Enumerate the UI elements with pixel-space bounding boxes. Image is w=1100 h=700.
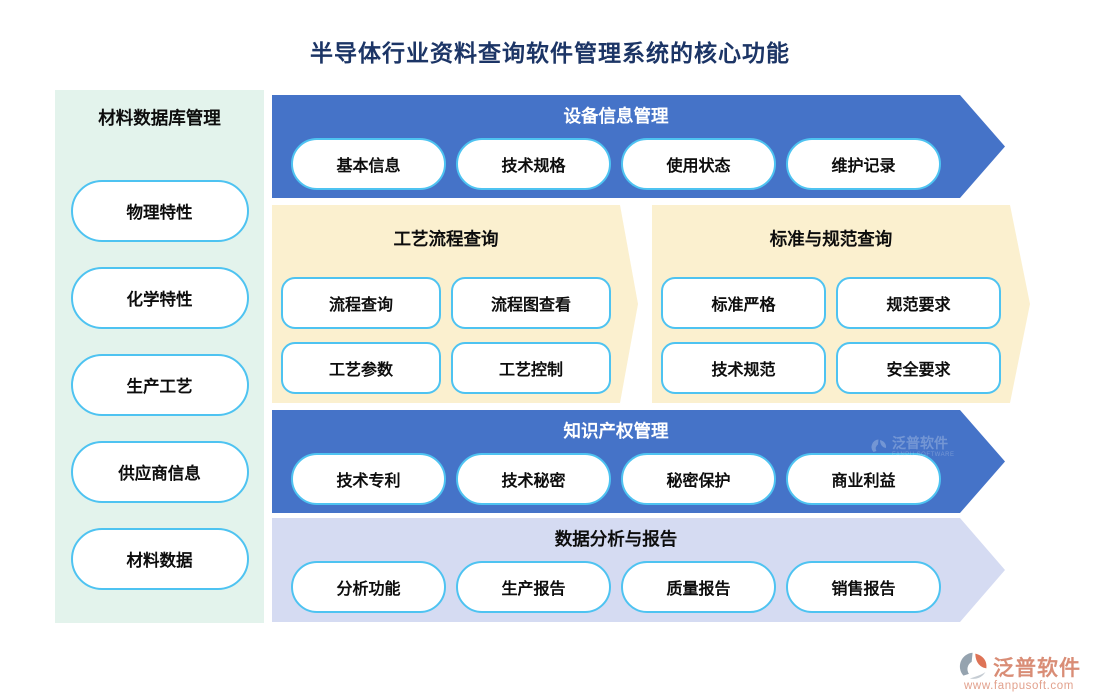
data-analysis-title: 数据分析与报告 <box>554 529 678 549</box>
brand-footer: 泛普软件 www.fanpusoft.com <box>944 650 1094 692</box>
data-analysis-banner: 数据分析与报告 分析功能 生产报告 质量报告 销售报告 <box>272 518 1005 622</box>
pill-commercial-interests[interactable]: 商业利益 <box>786 453 941 505</box>
pill-process-parameters[interactable]: 工艺参数 <box>281 342 441 394</box>
fanpu-logo-icon <box>959 652 987 679</box>
pill-sales-reports[interactable]: 销售报告 <box>786 561 941 613</box>
sidebar-item-material-data[interactable]: 材料数据 <box>70 528 249 590</box>
standards-section: 标准与规范查询 标准严格 规范要求 技术规范 安全要求 <box>652 205 1030 403</box>
standards-items: 标准严格 规范要求 技术规范 安全要求 <box>652 277 1010 394</box>
ip-management-title: 知识产权管理 <box>563 421 669 441</box>
sidebar-item-physical-properties[interactable]: 物理特性 <box>70 180 249 242</box>
pill-tech-patents[interactable]: 技术专利 <box>291 453 446 505</box>
material-database-title: 材料数据库管理 <box>98 108 221 128</box>
standards-title: 标准与规范查询 <box>769 229 893 249</box>
sidebar-item-production-process[interactable]: 生产工艺 <box>70 354 249 416</box>
pill-maintenance-records[interactable]: 维护记录 <box>786 138 941 190</box>
pill-safety-requirements[interactable]: 安全要求 <box>836 342 1001 394</box>
pill-process-control[interactable]: 工艺控制 <box>451 342 611 394</box>
pill-technical-specs[interactable]: 技术规范 <box>661 342 826 394</box>
data-analysis-items: 分析功能 生产报告 质量报告 销售报告 <box>272 561 960 613</box>
pill-tech-specs[interactable]: 技术规格 <box>456 138 611 190</box>
pill-secret-protection[interactable]: 秘密保护 <box>621 453 776 505</box>
pill-flow-query[interactable]: 流程查询 <box>281 277 441 329</box>
page-title: 半导体行业资料查询软件管理系统的核心功能 <box>310 40 790 66</box>
sidebar-item-chemical-properties[interactable]: 化学特性 <box>70 267 249 329</box>
material-database-panel: 材料数据库管理 物理特性 化学特性 生产工艺 供应商信息 材料数据 <box>55 90 264 623</box>
ip-management-banner: 知识产权管理 技术专利 技术秘密 秘密保护 商业利益 泛普软件 FANPU SO… <box>272 410 1005 513</box>
pill-flowchart-view[interactable]: 流程图查看 <box>451 277 611 329</box>
process-flow-items: 流程查询 流程图查看 工艺参数 工艺控制 <box>272 277 620 394</box>
pill-strict-standards[interactable]: 标准严格 <box>661 277 826 329</box>
pill-basic-info[interactable]: 基本信息 <box>291 138 446 190</box>
equipment-info-title: 设备信息管理 <box>563 106 669 126</box>
material-database-items: 物理特性 化学特性 生产工艺 供应商信息 材料数据 <box>55 180 264 590</box>
pill-usage-status[interactable]: 使用状态 <box>621 138 776 190</box>
sidebar-item-supplier-info[interactable]: 供应商信息 <box>70 441 249 503</box>
brand-name: 泛普软件 <box>993 656 1081 680</box>
ip-management-items: 技术专利 技术秘密 秘密保护 商业利益 <box>272 453 960 505</box>
pill-spec-requirements[interactable]: 规范要求 <box>836 277 1001 329</box>
equipment-info-items: 基本信息 技术规格 使用状态 维护记录 <box>272 138 960 190</box>
process-flow-title: 工艺流程查询 <box>393 229 499 249</box>
pill-analysis-functions[interactable]: 分析功能 <box>291 561 446 613</box>
brand-url[interactable]: www.fanpusoft.com <box>964 680 1074 692</box>
pill-trade-secrets[interactable]: 技术秘密 <box>456 453 611 505</box>
pill-quality-reports[interactable]: 质量报告 <box>621 561 776 613</box>
process-flow-section: 工艺流程查询 流程查询 流程图查看 工艺参数 工艺控制 <box>272 205 638 403</box>
pill-production-reports[interactable]: 生产报告 <box>456 561 611 613</box>
equipment-info-banner: 设备信息管理 基本信息 技术规格 使用状态 维护记录 <box>272 95 1005 198</box>
